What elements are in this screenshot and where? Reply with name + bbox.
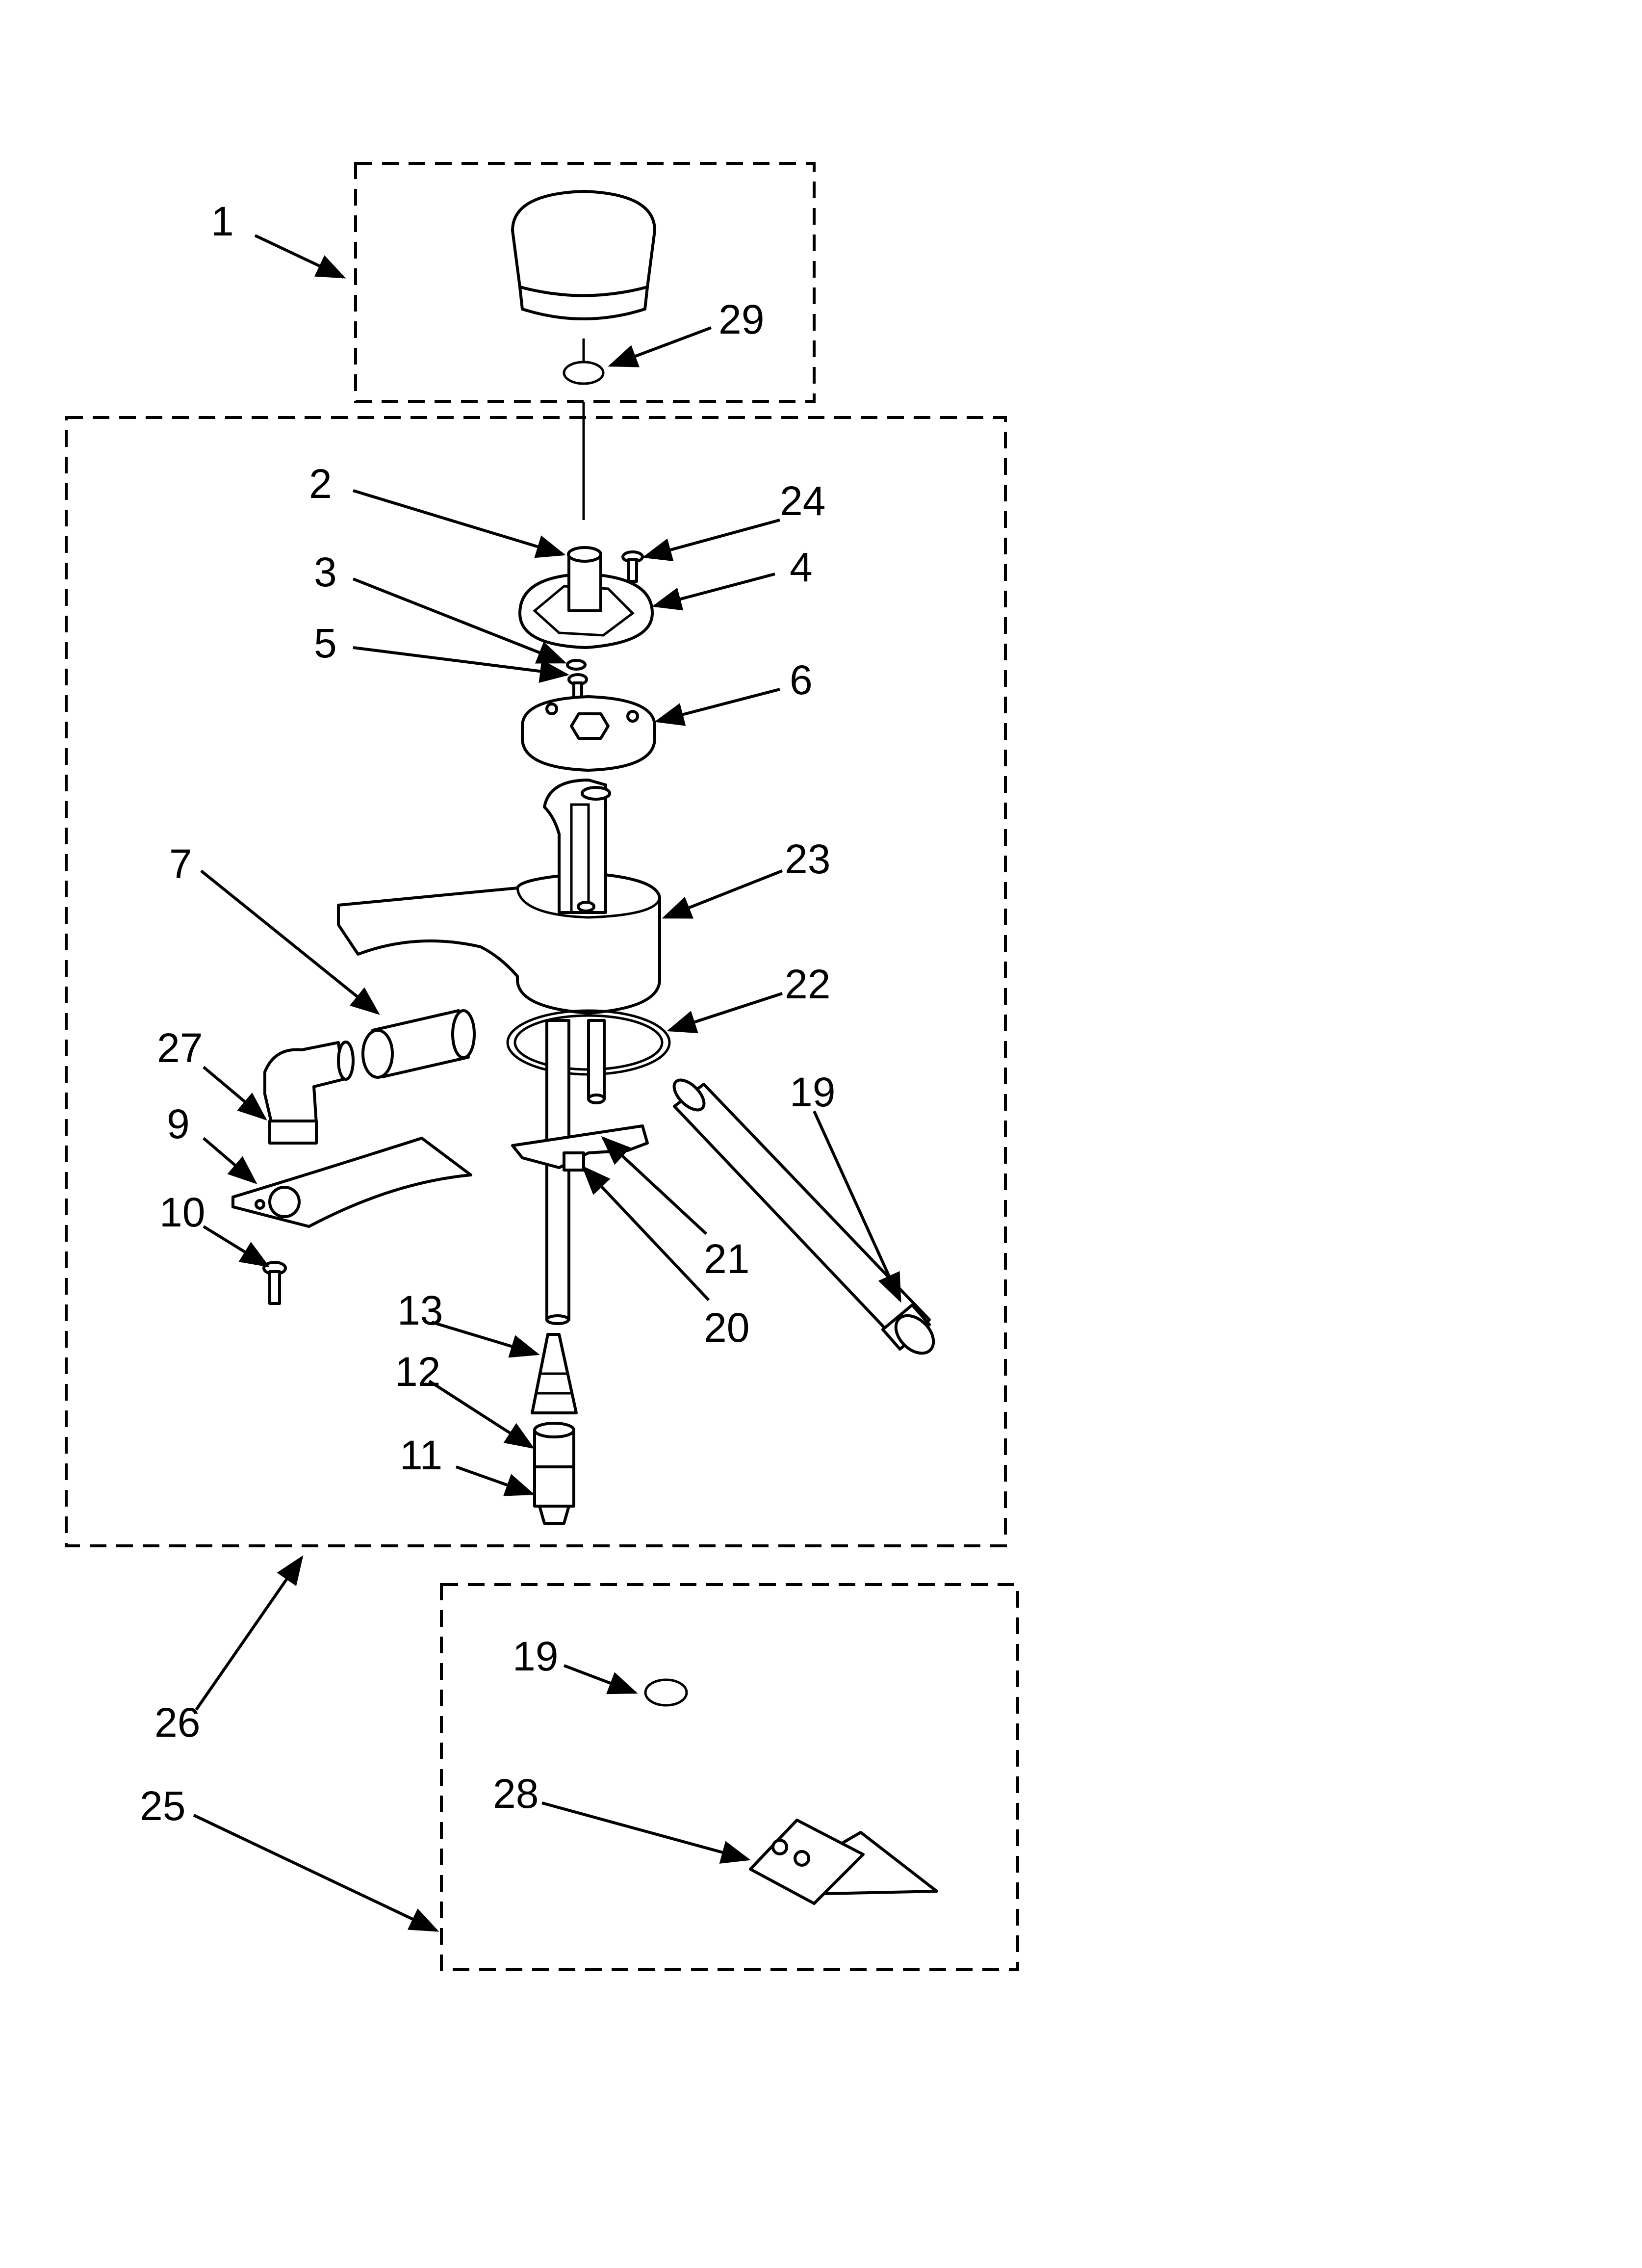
bracket (511, 1124, 649, 1172)
kit-sheets (749, 1819, 938, 1905)
callout-10: 10 (159, 1189, 205, 1235)
callout-11: 11 (400, 1432, 442, 1478)
callout-2: 2 (309, 461, 332, 507)
valve-body (533, 1465, 575, 1525)
valve-insert (533, 1422, 575, 1468)
callout-9: 9 (167, 1101, 190, 1147)
callout-6: 6 (790, 657, 813, 703)
callout-3: 3 (314, 549, 337, 595)
spout-body (337, 779, 661, 1015)
cam-plate (518, 546, 654, 649)
callout-26: 26 (154, 1699, 200, 1746)
elbow-fitting (263, 1041, 355, 1145)
kit-group-box (440, 1583, 1019, 1971)
knob (511, 190, 656, 320)
callout-12: 12 (395, 1349, 440, 1395)
filter-cone (531, 1333, 578, 1414)
callout-13: 13 (397, 1287, 443, 1333)
base-disc (521, 695, 656, 772)
callout-25: 25 (140, 1783, 185, 1829)
central-tube (545, 1019, 606, 1325)
callout-28: 28 (493, 1771, 539, 1817)
callout-24: 24 (780, 478, 825, 524)
leader-lines (193, 234, 901, 1932)
callout-1: 1 (211, 198, 234, 244)
callout-4: 4 (790, 544, 813, 590)
screw-top (621, 550, 644, 583)
callout-19: 19 (790, 1069, 835, 1115)
callout-22: 22 (785, 961, 830, 1007)
small-washer (566, 659, 587, 671)
knob-group-box (354, 162, 816, 403)
knob-clip (563, 339, 605, 385)
callout-5: 5 (314, 620, 337, 666)
callout-21: 21 (704, 1236, 749, 1282)
callout-7: 7 (169, 841, 192, 887)
callout-23: 23 (785, 836, 830, 882)
short-hose (361, 1009, 476, 1079)
kit-clip (644, 1678, 688, 1707)
callout-29: 29 (718, 296, 764, 342)
screw-bottom (262, 1261, 287, 1305)
mounting-plate (231, 1137, 472, 1228)
side-hose (672, 1078, 935, 1355)
callout-19-kit: 19 (513, 1633, 558, 1679)
callout-labels: 1 29 2 24 3 4 5 6 7 23 22 27 19 9 10 21 … (140, 198, 835, 1829)
callout-27: 27 (157, 1025, 203, 1071)
callout-20: 20 (704, 1304, 749, 1351)
